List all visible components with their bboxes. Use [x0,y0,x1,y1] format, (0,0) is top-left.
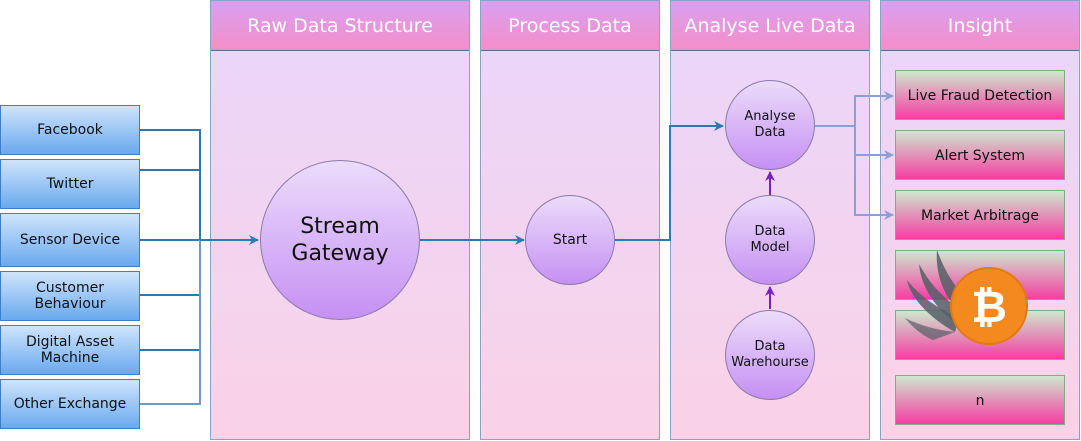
lane-header-process-data: Process Data [481,1,659,51]
source-digital-asset-machine[interactable]: Digital Asset Machine [0,325,140,375]
source-twitter[interactable]: Twitter [0,159,140,209]
lane-process-data: Process Data [480,0,660,440]
node-analyse-data[interactable]: Analyse Data [725,80,815,170]
insight-market-arbitrage[interactable]: Market Arbitrage [895,190,1065,240]
connector-other-exchange [140,240,201,405]
node-data-model[interactable]: Data Model [725,195,815,285]
connector-facebook [140,129,201,240]
source-facebook[interactable]: Facebook [0,105,140,155]
insight-live-fraud-detection[interactable]: Live Fraud Detection [895,70,1065,120]
source-connectors [140,129,259,405]
lane-header-raw-data-structure: Raw Data Structure [211,1,469,51]
bitcoin-glyph: ₿ [971,282,1007,333]
insight-alert-system[interactable]: Alert System [895,130,1065,180]
insight-connectors [815,91,894,220]
source-sensor-device[interactable]: Sensor Device [0,213,140,267]
connector-start-to-analyse [615,121,724,241]
source-other-exchange[interactable]: Other Exchange [0,379,140,429]
source-customer-behaviour[interactable]: Customer Behaviour [0,271,140,321]
insight-n[interactable]: n [895,375,1065,425]
node-data-warehouse[interactable]: Data Warehourse [725,310,815,400]
bitcoin-wing-logo: ₿ [905,250,1028,345]
lane-header-insight: Insight [881,1,1079,51]
lane-raw-data-structure: Raw Data Structure [210,0,470,440]
node-start[interactable]: Start [525,195,615,285]
bitcoin-coin-icon [950,267,1028,345]
lane-header-analyse-live-data: Analyse Live Data [671,1,869,51]
node-stream-gateway[interactable]: Stream Gateway [260,160,420,320]
